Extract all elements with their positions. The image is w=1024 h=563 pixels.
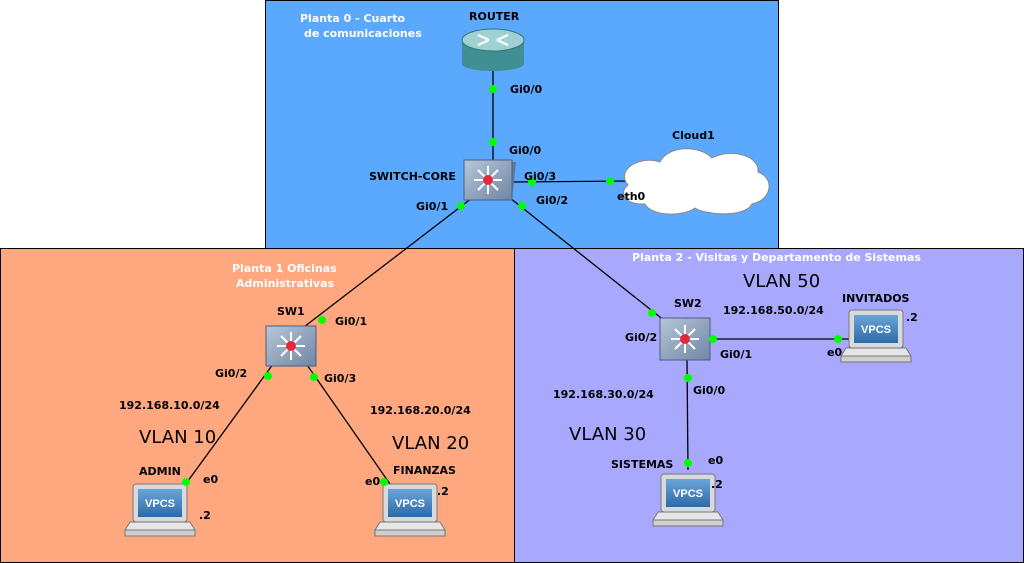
floor1-title-line2: Administrativas <box>236 277 335 290</box>
sw1-label: SW1 <box>277 305 305 318</box>
sw2-label: SW2 <box>674 297 702 310</box>
port-dot <box>310 373 318 381</box>
sw1-gi03-label: Gi0/3 <box>324 372 357 385</box>
pc-admin-icon <box>124 483 196 537</box>
core-gi01-label: Gi0/1 <box>416 200 449 213</box>
switch-core-label: SWITCH-CORE <box>369 170 456 183</box>
router-gi00-label: Gi0/0 <box>510 83 543 96</box>
port-dot <box>380 478 388 486</box>
floor2-title: Planta 2 - Visitas y Departamento de Sis… <box>632 251 921 264</box>
subnet-vlan30: 192.168.30.0/24 <box>553 388 654 401</box>
subnet-vlan50: 192.168.50.0/24 <box>723 304 824 317</box>
admin-label: ADMIN <box>139 465 181 478</box>
finanzas-host: .2 <box>437 485 449 498</box>
admin-e0-label: e0 <box>203 473 219 486</box>
port-dot <box>709 335 717 343</box>
vlan10-title: VLAN 10 <box>139 427 217 448</box>
admin-host: .2 <box>199 509 211 522</box>
pc-sistemas-screen-label: VPCS <box>673 488 703 500</box>
pc-invitados-screen-label: VPCS <box>861 324 891 336</box>
link-sw1-admin <box>184 359 277 486</box>
port-dot <box>684 459 692 467</box>
pc-finanzas-screen-label: VPCS <box>395 498 425 510</box>
sw2-gi00-label: Gi0/0 <box>693 384 726 397</box>
subnet-vlan20: 192.168.20.0/24 <box>370 404 471 417</box>
port-dot <box>489 138 497 146</box>
port-dot <box>318 316 326 324</box>
port-dot <box>684 374 692 382</box>
port-dot <box>457 202 465 210</box>
cloud-eth0-label: eth0 <box>617 190 646 203</box>
floor1-title-line1: Planta 1 Oficinas <box>232 262 337 275</box>
finanzas-e0-label: e0 <box>365 475 381 488</box>
pc-sistemas-icon <box>652 473 724 527</box>
port-dot <box>648 309 656 317</box>
vlan30-title: VLAN 30 <box>569 424 647 445</box>
cloud-label: Cloud1 <box>672 129 715 142</box>
sw1-icon <box>265 325 317 367</box>
sw1-gi02-label: Gi0/2 <box>215 367 248 380</box>
router-label: ROUTER <box>469 10 520 23</box>
floor0-title-line1: Planta 0 - Cuarto <box>300 12 406 25</box>
sistemas-host: .2 <box>711 478 723 491</box>
port-dots <box>182 85 842 486</box>
port-dot <box>528 178 536 186</box>
link-core-sw2 <box>509 197 671 326</box>
switch-core-icon <box>463 159 516 201</box>
link-sw1-finanzas <box>304 361 391 485</box>
floor0-title-line2: de comunicaciones <box>304 27 422 40</box>
sistemas-e0-label: e0 <box>708 454 724 467</box>
core-gi03-label: Gi0/3 <box>524 170 557 183</box>
pc-finanzas-icon <box>374 483 446 537</box>
cloud-icon <box>623 148 770 215</box>
sw2-gi02-label: Gi0/2 <box>625 331 658 344</box>
subnet-vlan10: 192.168.10.0/24 <box>119 399 220 412</box>
core-gi02-label: Gi0/2 <box>536 194 569 207</box>
invitados-e0-label: e0 <box>827 346 843 359</box>
port-dot <box>606 177 614 185</box>
vlan20-title: VLAN 20 <box>392 433 470 454</box>
vlan50-title: VLAN 50 <box>743 271 821 292</box>
pc-admin-screen-label: VPCS <box>145 498 175 510</box>
pc-invitados-icon <box>840 309 912 363</box>
router-icon <box>461 28 525 71</box>
finanzas-label: FINANZAS <box>393 464 456 477</box>
port-dot <box>489 85 497 93</box>
sw2-icon <box>659 317 711 361</box>
port-dot <box>518 202 526 210</box>
port-dot <box>834 335 842 343</box>
sw2-gi01-label: Gi0/1 <box>720 348 753 361</box>
port-dot <box>182 478 190 486</box>
port-dot <box>264 372 272 380</box>
invitados-label: INVITADOS <box>842 292 910 305</box>
sistemas-label: SISTEMAS <box>611 458 674 471</box>
link-core-sw1 <box>299 197 473 331</box>
invitados-host: .2 <box>906 311 918 324</box>
sw1-gi01-label: Gi0/1 <box>335 315 368 328</box>
core-gi00-label: Gi0/0 <box>509 144 542 157</box>
